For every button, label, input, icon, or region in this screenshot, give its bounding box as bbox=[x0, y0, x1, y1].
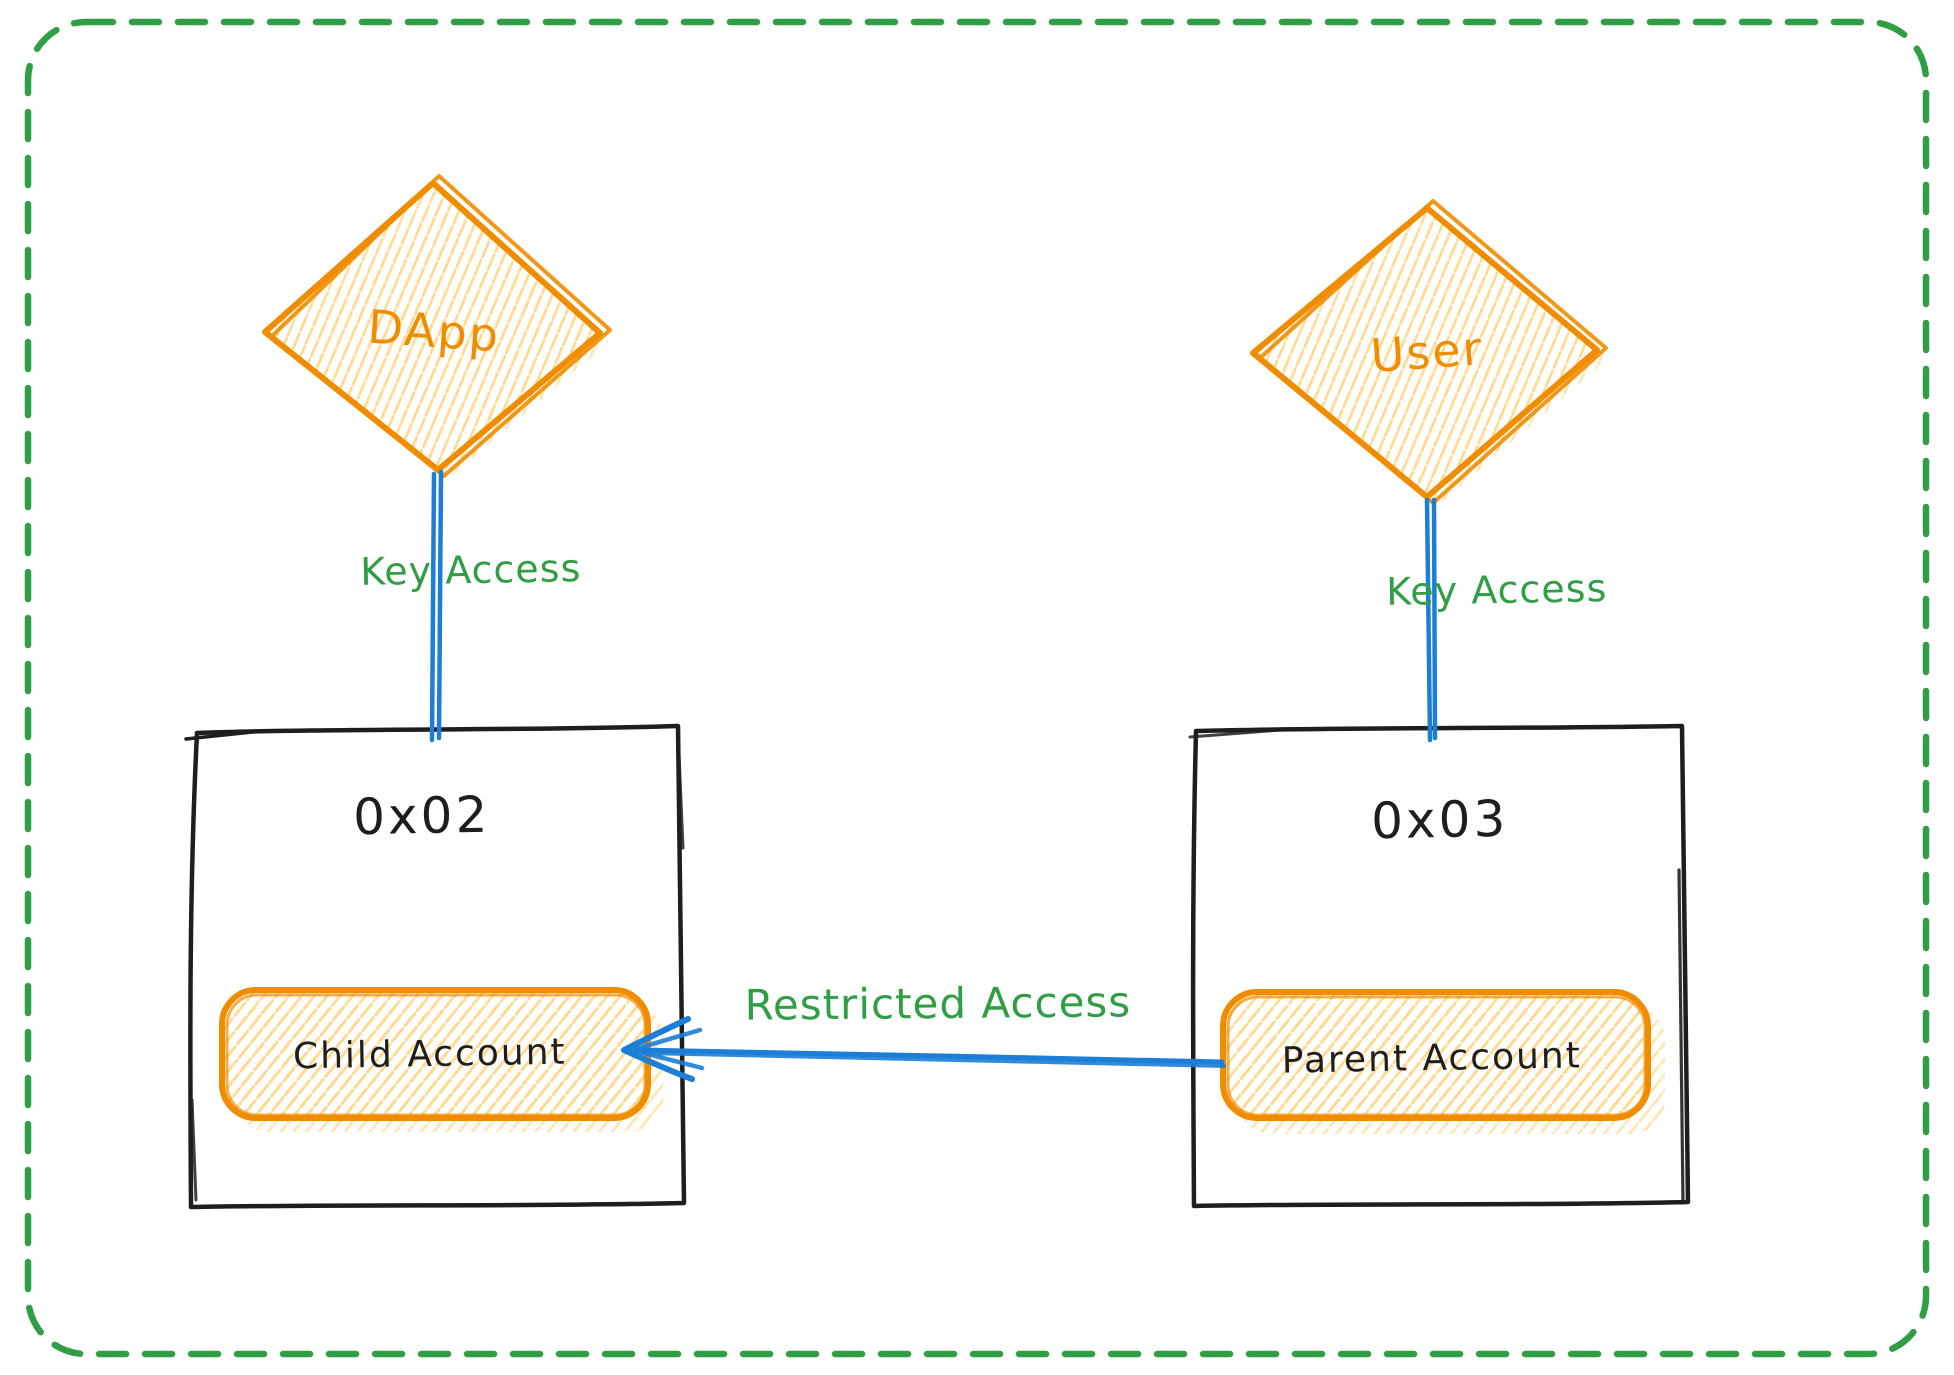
key-access-label-left: Key Access bbox=[360, 546, 582, 594]
key-access-edge-right: Key Access bbox=[1386, 497, 1608, 743]
parent-account-label: Parent Account bbox=[1281, 1035, 1582, 1081]
arrowhead-icon bbox=[621, 1016, 705, 1082]
account-box-0x02: 0x02 bbox=[184, 723, 687, 1210]
dapp-label: DApp bbox=[366, 299, 502, 362]
key-access-label-right: Key Access bbox=[1386, 566, 1608, 614]
child-account-pill: Child Account bbox=[219, 987, 664, 1132]
account-title-0x02: 0x02 bbox=[353, 786, 491, 846]
restricted-access-label: Restricted Access bbox=[744, 977, 1131, 1029]
account-title-0x03: 0x03 bbox=[1371, 790, 1509, 850]
user-diamond: User bbox=[1250, 199, 1608, 506]
restricted-access-arrow: Restricted Access bbox=[621, 977, 1226, 1082]
key-access-edge-left: Key Access bbox=[360, 469, 582, 743]
child-account-label: Child Account bbox=[293, 1032, 567, 1078]
canvas-border bbox=[24, 18, 1930, 1358]
dapp-diamond: DApp bbox=[262, 174, 612, 478]
parent-account-pill: Parent Account bbox=[1220, 989, 1665, 1134]
user-label: User bbox=[1369, 321, 1485, 383]
